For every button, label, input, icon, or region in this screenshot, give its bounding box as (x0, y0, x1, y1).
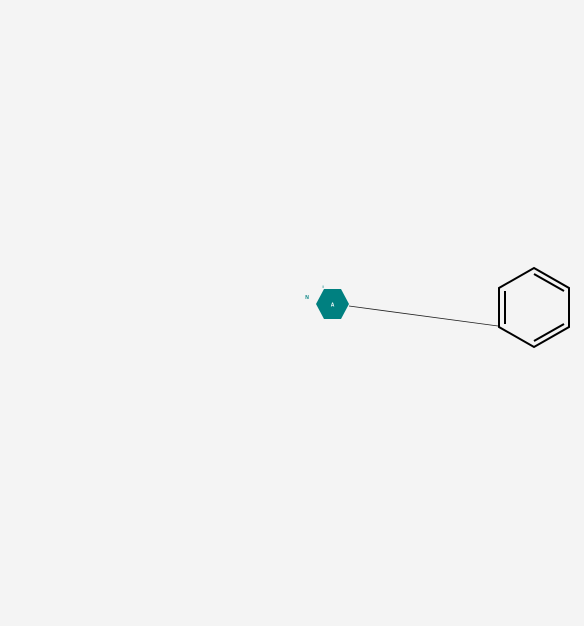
ring-double-bond-1 (533, 273, 565, 292)
atom-i-label: I (322, 284, 323, 289)
node-hexagon-shape (316, 289, 349, 319)
highlighted-node[interactable]: A (316, 289, 349, 319)
ring-outer-hexagon (498, 266, 570, 349)
benzene-ring (498, 266, 570, 349)
atom-n-label: N (305, 295, 309, 301)
connector-bond (348, 305, 499, 327)
ring-double-bond-2 (533, 323, 565, 342)
node-label: A (331, 303, 335, 309)
